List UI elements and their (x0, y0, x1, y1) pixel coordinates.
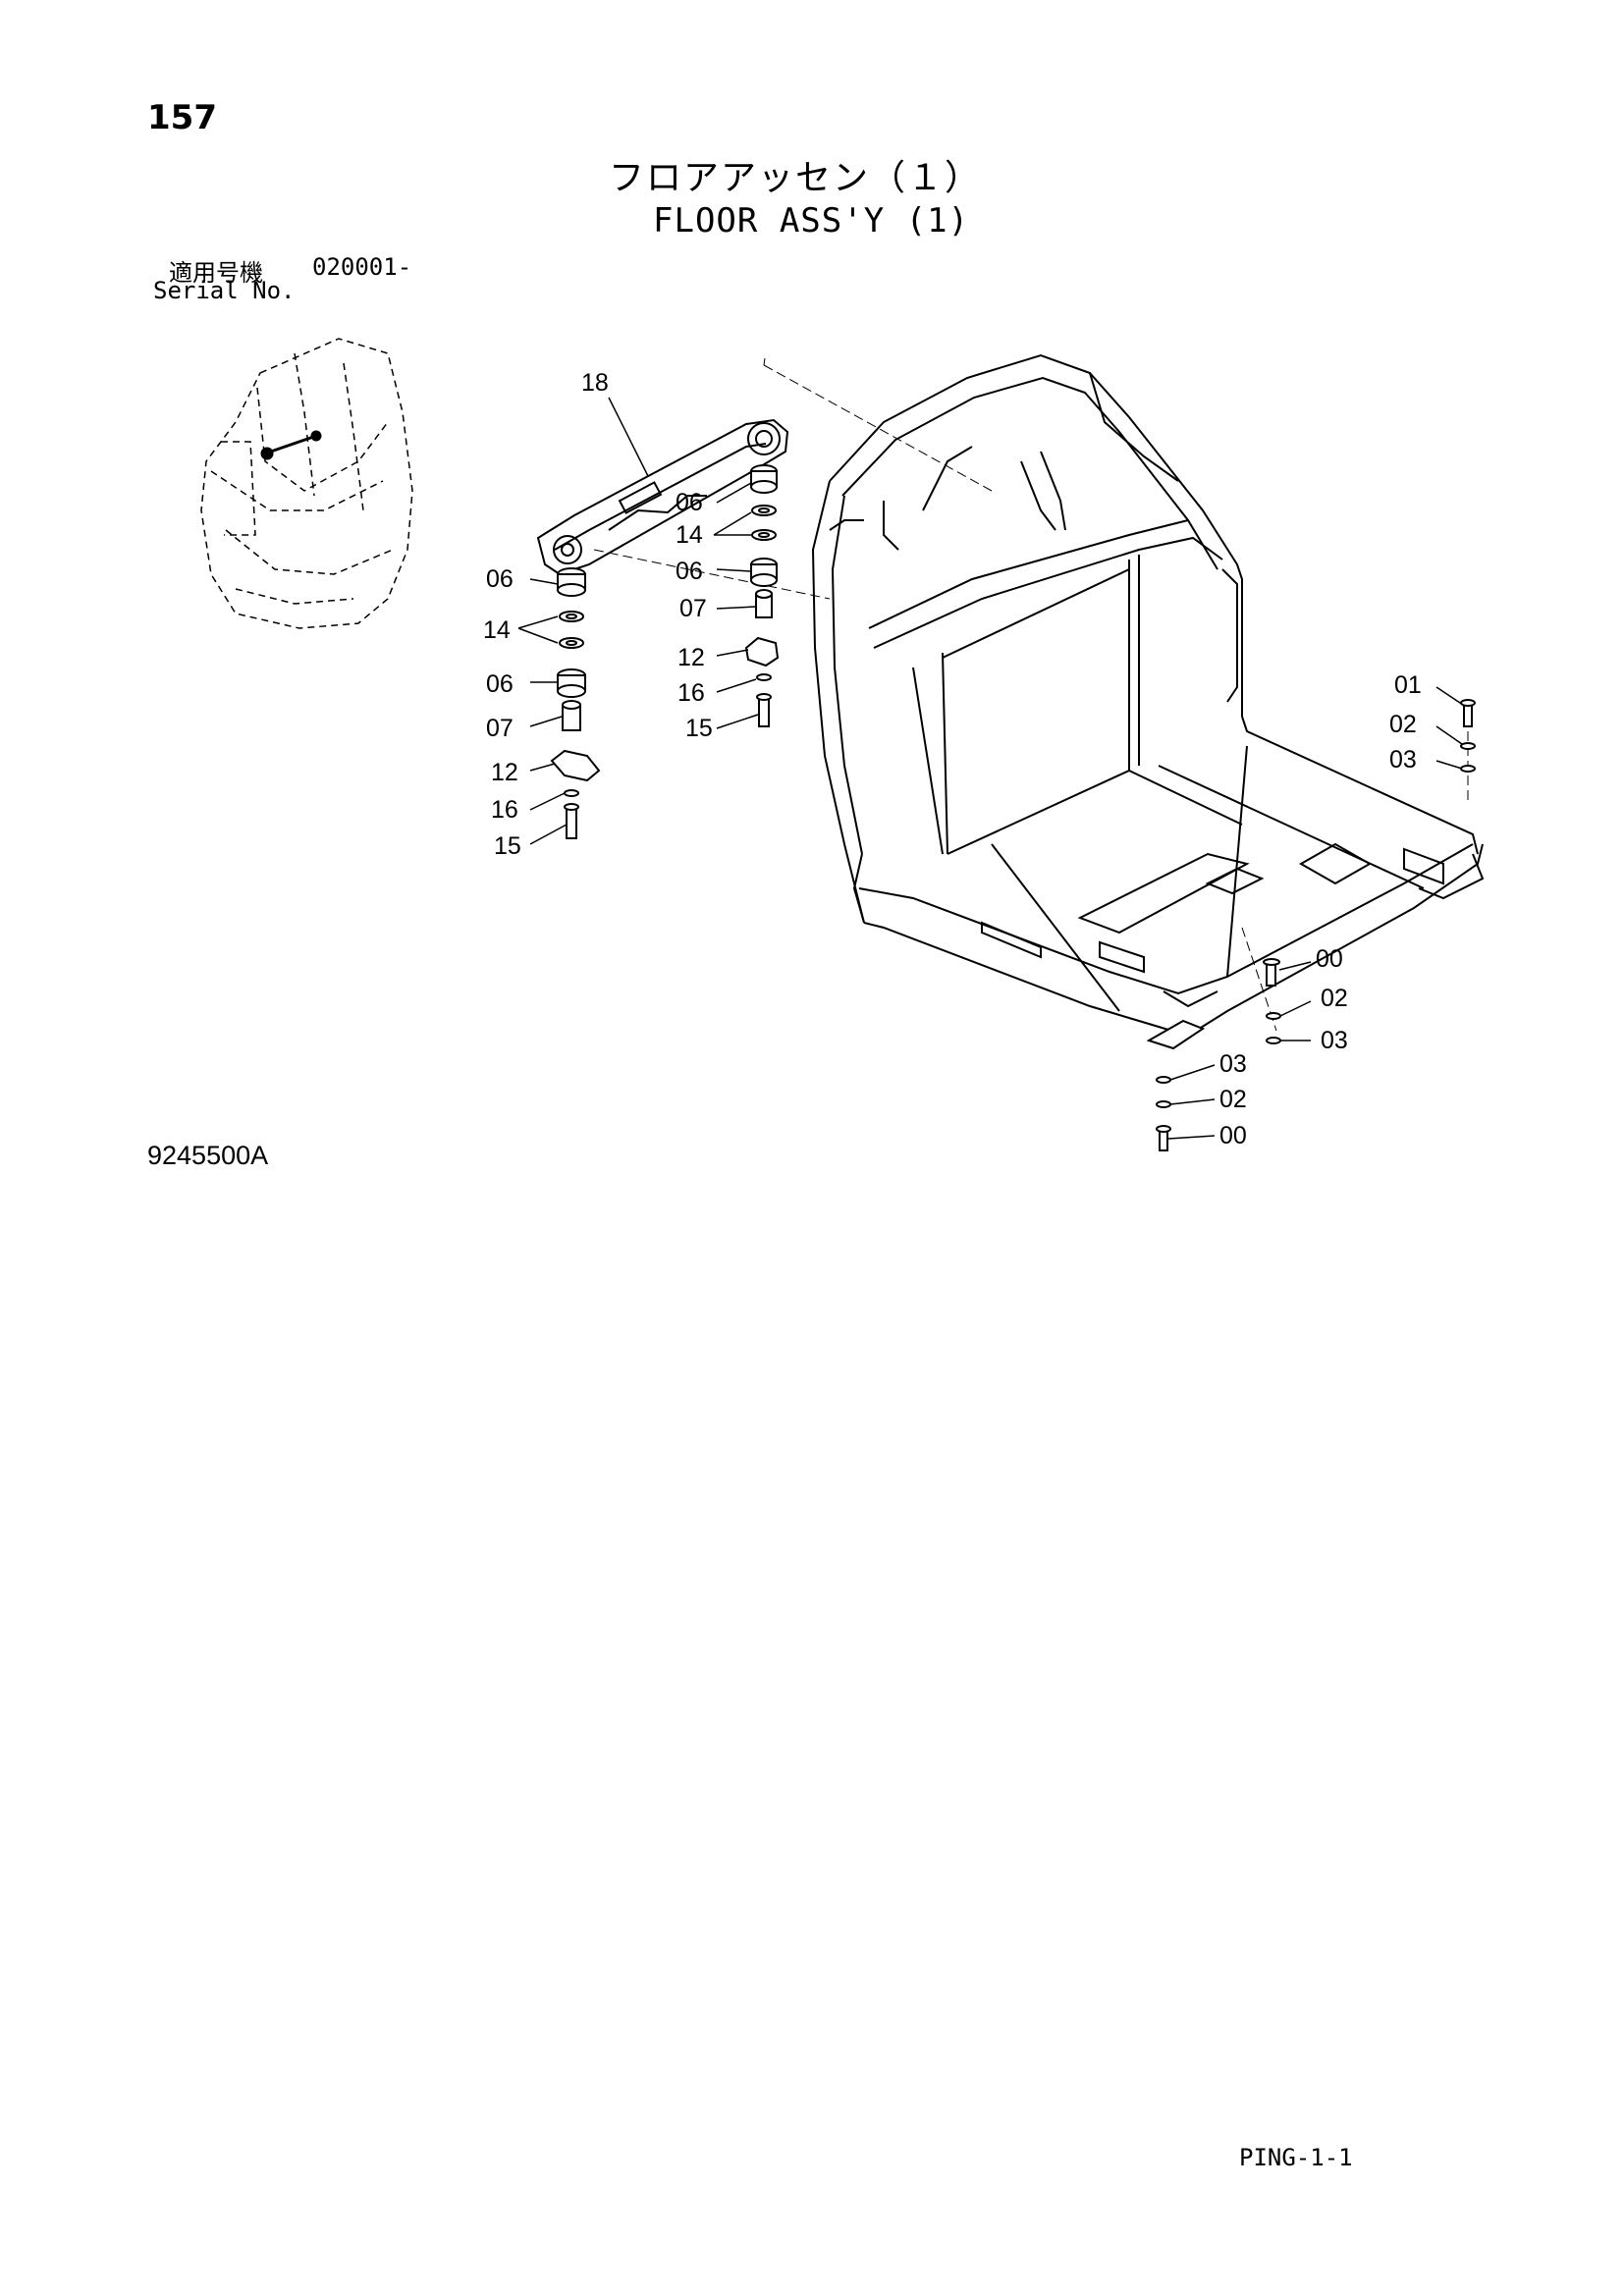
callout-01: 01 (1394, 671, 1422, 699)
callout-18: 18 (581, 369, 609, 397)
callout-07: 07 (679, 595, 707, 622)
serial-number-range: 020001- (312, 253, 412, 281)
callout-06: 06 (486, 565, 514, 593)
page-title-english: FLOOR ASS'Y (1) (653, 201, 970, 240)
projection-lines (593, 357, 1469, 1032)
callout-03: 03 (1321, 1027, 1348, 1054)
callout-03: 03 (1389, 746, 1417, 774)
bracket-plate-18 (536, 418, 789, 576)
callout-12: 12 (491, 759, 518, 786)
figure-code: 9245500A (147, 1141, 269, 1170)
serial-label-english: Serial No. (153, 277, 296, 304)
callout-02: 02 (1219, 1086, 1247, 1113)
callout-06: 06 (676, 558, 703, 585)
serial-label-japanese: 適用号機 (169, 259, 263, 287)
callout-labels: 18 06 14 06 07 12 16 15 06 14 06 07 12 1… (483, 369, 1422, 1149)
page-code: PING-1-1 (1239, 2144, 1353, 2171)
callout-16: 16 (491, 796, 518, 824)
callout-00: 00 (1316, 945, 1343, 973)
callout-00: 00 (1219, 1122, 1247, 1149)
right-mount-stack (744, 464, 780, 727)
callout-14: 14 (483, 616, 511, 644)
callout-14: 14 (676, 521, 703, 549)
callout-12: 12 (677, 644, 705, 671)
callout-02: 02 (1389, 711, 1417, 738)
floor-frame (811, 353, 1485, 1038)
callout-07: 07 (486, 715, 514, 742)
callout-03: 03 (1219, 1050, 1247, 1078)
callout-15: 15 (494, 832, 521, 860)
page-number: 157 (147, 98, 217, 137)
highlighted-part-in-thumbnail (260, 430, 322, 460)
fastener-hardware (1146, 699, 1476, 1151)
callout-06: 06 (486, 670, 514, 698)
left-mount-stack (550, 567, 601, 839)
callout-15: 15 (685, 715, 713, 742)
machine-locator-thumbnail (200, 338, 413, 629)
callout-02: 02 (1321, 985, 1348, 1012)
leader-lines (517, 397, 1464, 1140)
page-title-japanese: フロアアッセン（１） (609, 158, 983, 198)
callout-06: 06 (676, 489, 703, 516)
callout-16: 16 (677, 679, 705, 707)
